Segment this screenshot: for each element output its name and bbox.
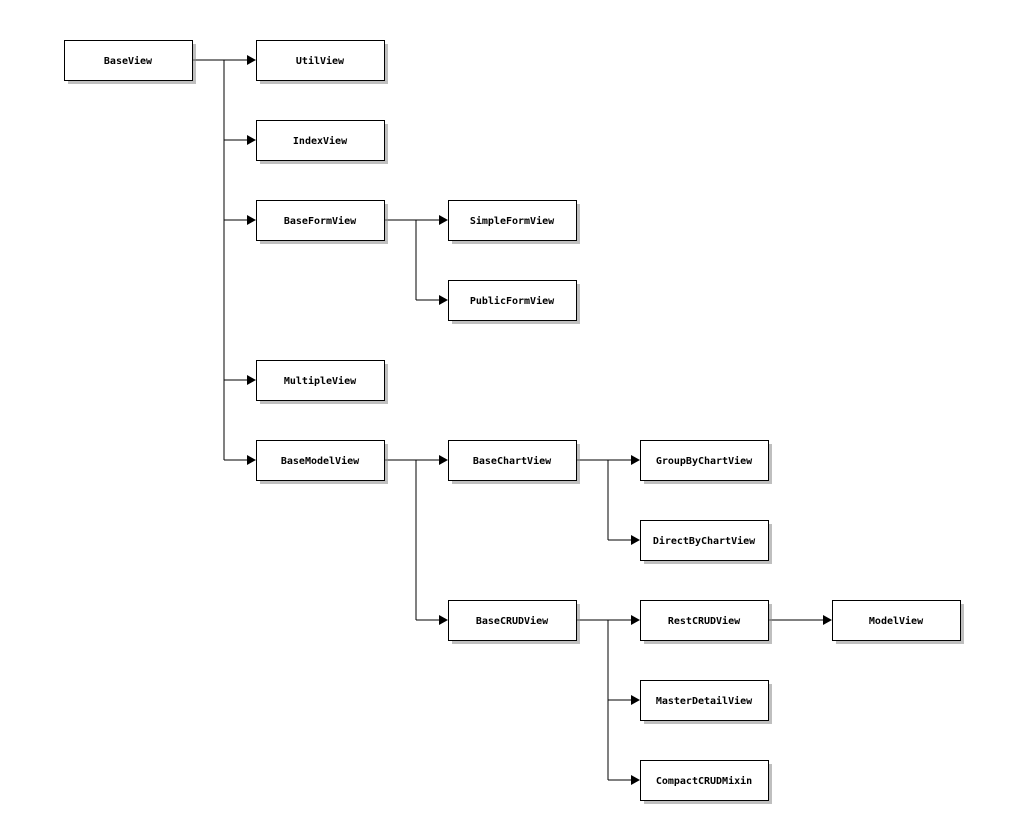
node-groupbychartview: GroupByChartView bbox=[640, 440, 772, 484]
node-box bbox=[256, 200, 385, 241]
node-publicformview: PublicFormView bbox=[448, 280, 580, 324]
arrowhead-simpleformview bbox=[439, 215, 448, 225]
node-directbychartview: DirectByChartView bbox=[640, 520, 772, 564]
node-box bbox=[256, 120, 385, 161]
node-box bbox=[256, 40, 385, 81]
node-utilview: UtilView bbox=[256, 40, 388, 84]
node-basemodelview: BaseModelView bbox=[256, 440, 388, 484]
node-label: BaseView bbox=[104, 55, 153, 67]
arrowhead-restcrudview bbox=[631, 615, 640, 625]
arrowhead-modelview bbox=[823, 615, 832, 625]
node-label: BaseChartView bbox=[473, 455, 552, 467]
node-label: CompactCRUDMixin bbox=[656, 775, 752, 787]
arrowhead-indexview bbox=[247, 135, 256, 145]
node-box bbox=[448, 200, 577, 241]
node-box bbox=[448, 600, 577, 641]
edge-group-restcrudview bbox=[768, 615, 832, 625]
node-label: PublicFormView bbox=[470, 295, 555, 307]
node-box bbox=[256, 360, 385, 401]
edge-group-baseview bbox=[192, 55, 256, 465]
node-box bbox=[64, 40, 193, 81]
arrowhead-compactcrudmixin bbox=[631, 775, 640, 785]
node-label: BaseModelView bbox=[281, 455, 360, 467]
node-label: DirectByChartView bbox=[653, 535, 756, 547]
node-box bbox=[448, 440, 577, 481]
arrowhead-multipleview bbox=[247, 375, 256, 385]
arrowhead-directbychartview bbox=[631, 535, 640, 545]
edge-group-baseformview bbox=[384, 215, 448, 305]
edge-group-basecrudview bbox=[576, 615, 640, 785]
node-restcrudview: RestCRUDView bbox=[640, 600, 772, 644]
node-label: MultipleView bbox=[284, 375, 357, 387]
node-indexview: IndexView bbox=[256, 120, 388, 164]
node-label: MasterDetailView bbox=[656, 695, 753, 707]
edge-group-basemodelview bbox=[384, 455, 448, 625]
arrowhead-publicformview bbox=[439, 295, 448, 305]
node-basecrudview: BaseCRUDView bbox=[448, 600, 580, 644]
node-baseformview: BaseFormView bbox=[256, 200, 388, 244]
node-box bbox=[640, 760, 769, 801]
arrowhead-utilview bbox=[247, 55, 256, 65]
node-modelview: ModelView bbox=[832, 600, 964, 644]
node-box bbox=[256, 440, 385, 481]
node-label: RestCRUDView bbox=[668, 615, 741, 627]
arrowhead-baseformview bbox=[247, 215, 256, 225]
node-multipleview: MultipleView bbox=[256, 360, 388, 404]
node-box bbox=[448, 280, 577, 321]
arrowhead-basemodelview bbox=[247, 455, 256, 465]
node-box bbox=[640, 520, 769, 561]
node-basechartview: BaseChartView bbox=[448, 440, 580, 484]
edges-layer bbox=[192, 55, 832, 785]
node-label: ModelView bbox=[869, 615, 924, 627]
node-baseview: BaseView bbox=[64, 40, 196, 84]
node-label: UtilView bbox=[296, 55, 345, 67]
node-box bbox=[640, 440, 769, 481]
node-compactcrudmixin: CompactCRUDMixin bbox=[640, 760, 772, 804]
arrowhead-basechartview bbox=[439, 455, 448, 465]
node-label: SimpleFormView bbox=[470, 215, 555, 227]
node-box bbox=[640, 600, 769, 641]
edge-group-basechartview bbox=[576, 455, 640, 545]
node-label: IndexView bbox=[293, 135, 348, 147]
arrowhead-masterdetailview bbox=[631, 695, 640, 705]
node-simpleformview: SimpleFormView bbox=[448, 200, 580, 244]
node-box bbox=[640, 680, 769, 721]
node-label: BaseCRUDView bbox=[476, 615, 549, 627]
node-label: BaseFormView bbox=[284, 215, 357, 227]
arrowhead-basecrudview bbox=[439, 615, 448, 625]
node-box bbox=[832, 600, 961, 641]
node-label: GroupByChartView bbox=[656, 455, 753, 467]
node-masterdetailview: MasterDetailView bbox=[640, 680, 772, 724]
arrowhead-groupbychartview bbox=[631, 455, 640, 465]
